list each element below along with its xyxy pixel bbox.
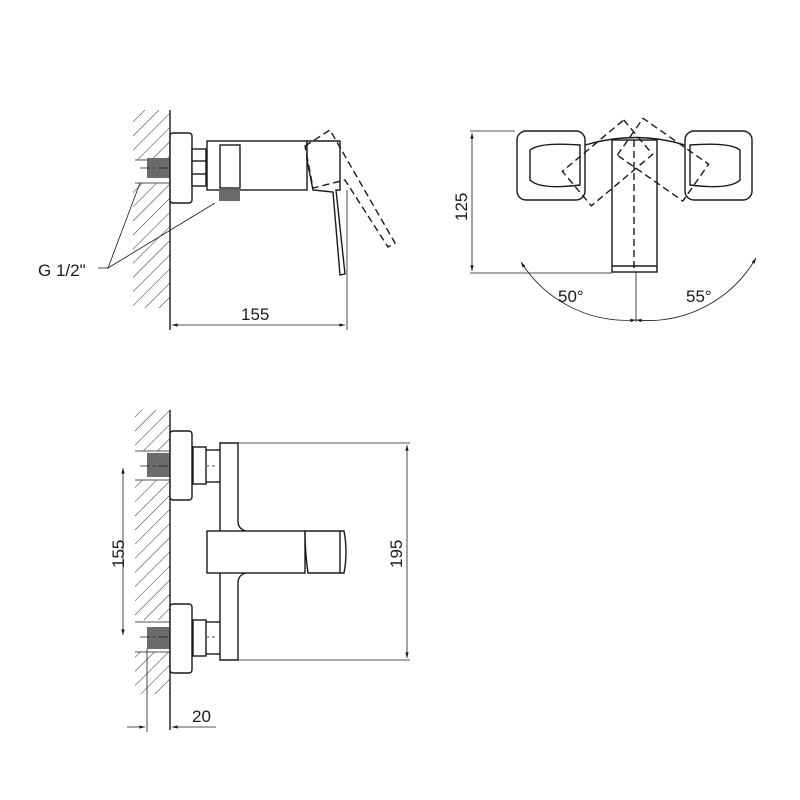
- spout-nozzle: [304, 530, 347, 574]
- lower-flange: [169, 603, 193, 674]
- angle-right-arc: [635, 257, 757, 323]
- height-dimension: 195: [387, 540, 406, 568]
- handle-rotation-dashed: [561, 117, 710, 272]
- left-handle: [516, 130, 586, 201]
- angle-right: 55°: [686, 287, 712, 306]
- wall-flange: [169, 132, 193, 204]
- angle-left: 50°: [558, 287, 584, 306]
- side-view: 155 G 1/2": [38, 110, 396, 330]
- width-dimension: 155: [241, 305, 269, 324]
- outlet-thread: [219, 190, 240, 201]
- offset-dimension: 20: [192, 707, 211, 726]
- pipe-spacing-dimension: 155: [109, 540, 128, 568]
- front-view: 195 155 20: [109, 410, 410, 732]
- lever-handle: [306, 140, 346, 276]
- wall-hatch: [135, 410, 171, 730]
- angle-left-arc: [520, 261, 637, 323]
- depth-dimension: 125: [452, 193, 471, 221]
- spout-front: [206, 530, 306, 574]
- upper-flange: [169, 430, 193, 501]
- wall-hatch: [133, 110, 171, 330]
- thread-label: G 1/2": [38, 261, 86, 280]
- right-handle: [684, 130, 753, 201]
- top-view: 125 50° 55°: [452, 117, 757, 323]
- lever-rotated-dashed: [304, 129, 396, 248]
- nut: [191, 148, 207, 187]
